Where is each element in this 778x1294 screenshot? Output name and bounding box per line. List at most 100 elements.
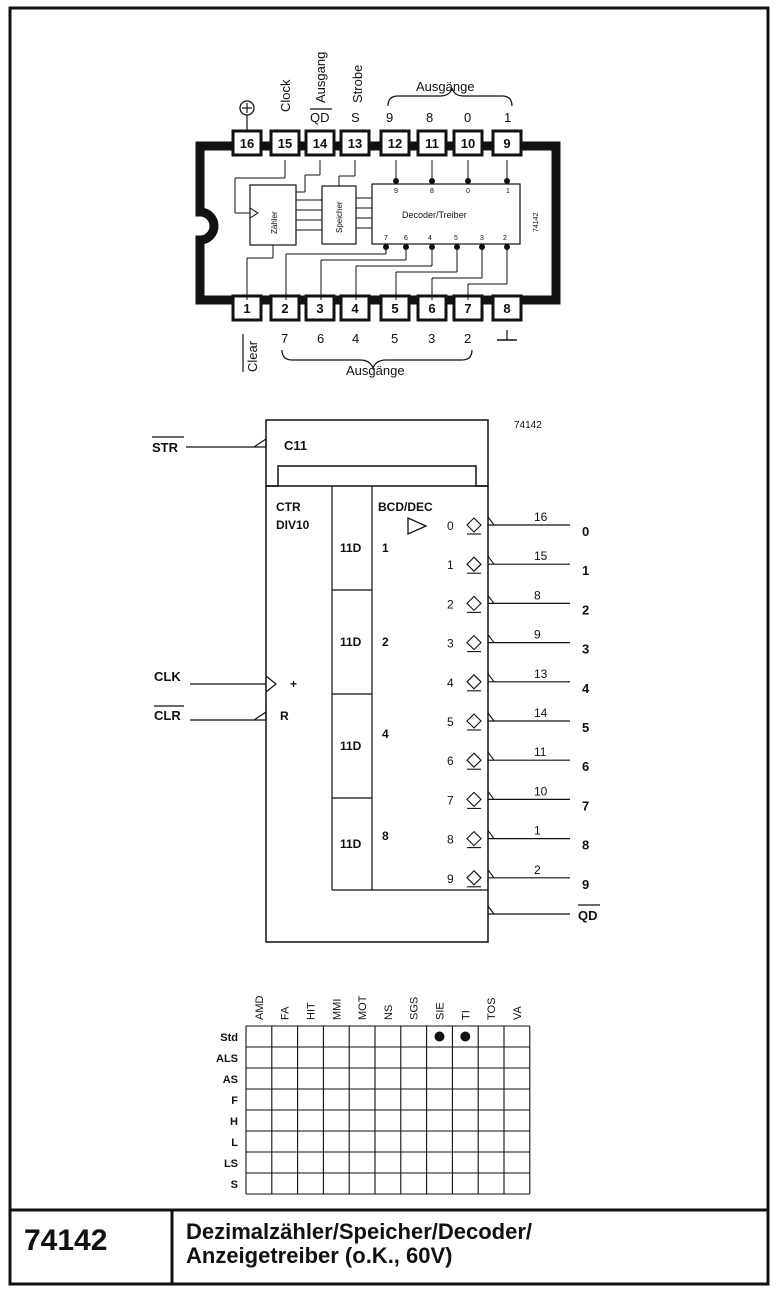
svg-text:4: 4 [428,235,432,242]
outputs-header: Ausgänge [416,79,475,94]
svg-text:11D: 11D [340,837,362,851]
mfr-amd: AMD [254,996,266,1021]
svg-text:11D: 11D [340,739,362,753]
clear-label: Clear [245,340,260,372]
svg-text:9: 9 [503,136,510,151]
out9-label: 9 [386,110,393,125]
svg-text:5: 5 [447,715,454,729]
mfr-tos: TOS [486,998,498,1020]
family-h: H [230,1116,238,1128]
svg-text:0: 0 [466,188,470,195]
family-als: ALS [216,1053,238,1065]
svg-text:5: 5 [391,301,398,316]
svg-text:1: 1 [506,188,510,195]
mfr-fa: FA [280,1006,292,1020]
svg-text:1: 1 [243,301,250,316]
top-pin-labels: Clock QD Ausgang Strobe S 9 8 0 1 Ausgän… [239,52,513,130]
svg-text:11D: 11D [340,635,362,649]
strobe-label: Strobe [350,65,365,103]
svg-text:0: 0 [447,519,454,533]
family-std: Std [220,1032,238,1044]
svg-text:8: 8 [447,833,454,847]
internal-blocks: Zähler Speicher Decoder/Treiber 74142 9 … [249,183,540,246]
output-8: 818 [447,824,589,853]
bout2-label: 2 [464,331,471,346]
pin-13: 13 [339,129,371,157]
pin-9: 9 [491,129,523,157]
svg-text:2: 2 [447,597,454,611]
s-label: S [351,110,360,125]
svg-text:16: 16 [534,510,548,524]
family-as: AS [223,1074,238,1086]
svg-text:9: 9 [447,872,454,886]
pin-15: 15 [269,129,301,157]
out1-label: 1 [504,110,511,125]
part-number: 74142 [24,1224,108,1257]
pin-11: 11 [416,129,448,157]
svg-text:2: 2 [534,863,541,877]
svg-text:3: 3 [480,235,484,242]
mfr-mmi: MMI [331,999,343,1020]
output-3: 393 [447,628,589,657]
pin-2: 2 [269,294,301,322]
clock-label: Clock [278,79,293,112]
svg-text:6: 6 [428,301,435,316]
mfr-ti: TI [460,1010,472,1020]
svg-text:3: 3 [447,637,454,651]
svg-text:1: 1 [447,558,454,572]
svg-text:Zähler: Zähler [270,211,279,234]
pin-4: 4 [339,294,371,322]
svg-text:7: 7 [447,793,454,807]
control-block [265,419,489,487]
svg-text:9: 9 [534,628,541,642]
svg-text:DIV10: DIV10 [276,518,310,532]
bout7-label: 7 [281,331,288,346]
svg-text:1: 1 [382,541,389,555]
svg-text:6: 6 [404,235,408,242]
output-0: 0 16 0 [447,510,589,539]
output-9: 929 [447,863,589,892]
mark-std-sie [434,1031,445,1042]
svg-text:6: 6 [447,754,454,768]
family-ls: LS [224,1158,238,1170]
svg-text:0: 0 [582,524,589,539]
svg-text:2: 2 [382,635,389,649]
mfr-sie: SIE [435,1002,447,1020]
pin-16: 16 [231,129,263,157]
pin-14: 14 [304,129,336,157]
svg-text:2: 2 [582,602,589,617]
svg-text:4: 4 [351,301,359,316]
out0-label: 0 [464,110,471,125]
svg-text:10: 10 [461,136,475,151]
svg-text:15: 15 [278,136,292,151]
svg-text:8: 8 [503,301,510,316]
svg-text:8: 8 [582,838,589,853]
svg-text:7: 7 [582,798,589,813]
svg-text:2: 2 [503,235,507,242]
svg-text:+: + [290,677,297,691]
family-l: L [231,1137,238,1149]
svg-text:Speicher: Speicher [335,201,344,233]
family-f: F [231,1095,238,1107]
svg-text:QD: QD [578,908,598,923]
svg-text:C11: C11 [284,438,307,453]
svg-text:4: 4 [582,681,590,696]
svg-text:3: 3 [316,301,323,316]
svg-text:7: 7 [464,301,471,316]
mfr-mot: MOT [357,995,369,1020]
svg-text:8: 8 [430,188,434,195]
svg-text:8: 8 [534,588,541,602]
svg-text:CTR: CTR [276,500,301,514]
mfr-va: VA [512,1005,524,1020]
pin-3: 3 [304,294,336,322]
svg-text:11: 11 [534,745,547,759]
logic-symbol: 74142 C11 STR CTR DIV10 BCD/DEC 11D 11D … [152,419,600,943]
ausgang-label: Ausgang [313,52,328,103]
pin-10: 10 [452,129,484,157]
svg-text:9: 9 [394,188,398,195]
pin-12: 12 [379,129,411,157]
family-s: S [231,1179,238,1191]
